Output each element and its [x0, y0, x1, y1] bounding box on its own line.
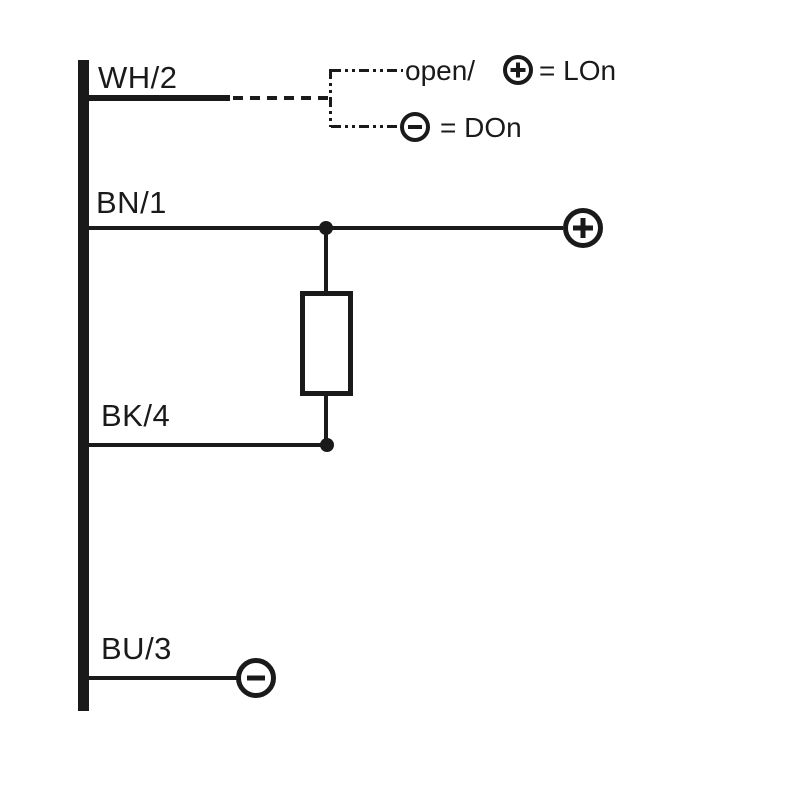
plus-terminal-icon [563, 208, 603, 248]
wire-label-bk4: BK/4 [101, 398, 171, 433]
minus-glyph-bar [408, 125, 422, 129]
minus-terminal-icon [236, 658, 276, 698]
open-option-label: open/ [405, 55, 476, 86]
wh2-wire-dashed [233, 96, 328, 100]
device-bus-bar [78, 60, 89, 711]
resistor-wire-top [324, 228, 328, 291]
don-minus-icon [400, 112, 430, 142]
wh2-wire-solid [89, 95, 230, 101]
select-bracket-bottom-line [331, 125, 400, 128]
wire-label-bn1: BN/1 [96, 185, 167, 220]
resistor-wire-bottom [324, 396, 328, 445]
plus-glyph-vbar [516, 62, 520, 78]
bu3-wire [89, 676, 237, 680]
select-bracket-vertical [329, 69, 332, 127]
resistor-symbol [300, 291, 353, 396]
don-label: = DOn [440, 112, 522, 143]
wire-label-wh2: WH/2 [98, 60, 178, 95]
plus-glyph-vbar [580, 218, 586, 238]
select-bracket-top-line [331, 69, 403, 72]
bk4-wire [89, 443, 330, 447]
minus-glyph-bar [247, 675, 265, 681]
lon-plus-icon [503, 55, 533, 85]
lon-label: = LOn [539, 55, 617, 86]
wire-label-bu3: BU/3 [101, 631, 172, 666]
